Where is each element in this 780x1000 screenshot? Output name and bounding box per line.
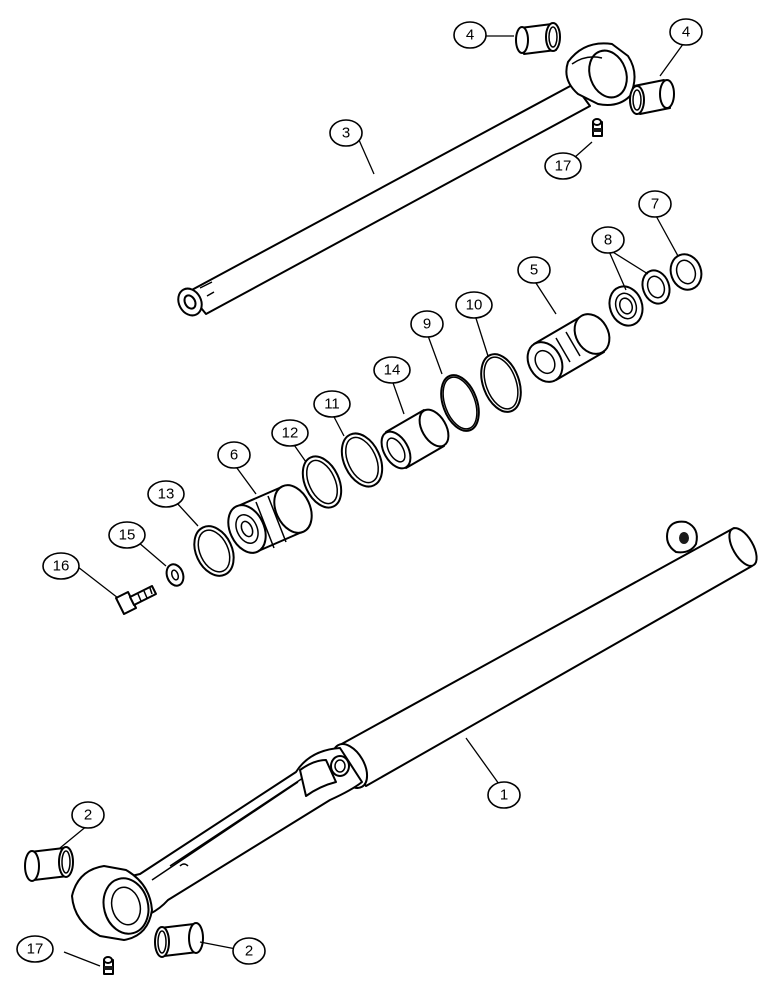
callout-9: 9: [410, 310, 444, 338]
callout-2-lower: 2: [232, 937, 266, 965]
svg-text:7: 7: [651, 196, 659, 213]
wear-ring-13: [193, 525, 235, 577]
svg-text:5: 5: [530, 262, 538, 279]
svg-text:8: 8: [604, 232, 612, 249]
callout-1: 1: [487, 781, 521, 809]
grease-fitting-top: [592, 118, 603, 137]
callout-4-right: 4: [669, 18, 703, 46]
callout-15: 15: [108, 521, 146, 549]
svg-text:10: 10: [466, 297, 483, 314]
svg-text:9: 9: [423, 316, 431, 333]
callout-7: 7: [638, 190, 672, 218]
svg-text:17: 17: [555, 158, 572, 175]
piston-bolt: [115, 585, 157, 615]
callout-13: 13: [147, 480, 185, 508]
callout-11: 11: [313, 390, 351, 418]
callout-16: 16: [42, 552, 80, 580]
callout-8: 8: [591, 226, 625, 254]
svg-text:16: 16: [53, 558, 70, 575]
svg-text:14: 14: [384, 362, 401, 379]
callout-14: 14: [373, 356, 411, 384]
svg-text:4: 4: [682, 24, 690, 41]
barrel-bushing-upper: [24, 846, 74, 882]
callouts: 1 2 2 3 4 4 5 6: [16, 18, 703, 965]
svg-text:17: 17: [27, 941, 44, 958]
backup-ring-10: [480, 353, 522, 413]
o-ring-9: [440, 374, 480, 432]
callout-17-bottom: 17: [16, 935, 54, 963]
washer: [165, 563, 185, 587]
callout-5: 5: [517, 256, 551, 284]
seal-ring-7: [669, 253, 703, 291]
grease-fitting-bottom: [103, 956, 114, 975]
rod-guide: [526, 313, 611, 383]
svg-text:13: 13: [158, 486, 175, 503]
leader-lines: [59, 35, 687, 967]
svg-text:4: 4: [466, 27, 474, 44]
barrel-bushing-lower: [154, 922, 204, 958]
rod-eye-bushing-left: [515, 22, 561, 55]
seal-ring-8-inner: [608, 285, 644, 327]
svg-text:3: 3: [342, 125, 350, 142]
svg-text:2: 2: [245, 943, 253, 960]
svg-text:2: 2: [84, 807, 92, 824]
piston-ring-12: [301, 455, 343, 509]
piston-seal-11: [340, 432, 384, 488]
callout-10: 10: [455, 291, 493, 319]
svg-text:15: 15: [119, 527, 136, 544]
callout-3: 3: [329, 119, 363, 147]
piston-rod: [177, 42, 636, 317]
cylinder-barrel: [71, 520, 758, 941]
callout-2-upper: 2: [71, 801, 105, 829]
callout-6: 6: [217, 441, 251, 469]
svg-text:6: 6: [230, 447, 238, 464]
seal-ring-8-outer: [641, 269, 671, 305]
svg-text:12: 12: [282, 425, 299, 442]
spacer-tube: [380, 408, 450, 470]
callout-17-top: 17: [544, 152, 582, 180]
rod-eye-bushing-right: [629, 79, 675, 115]
callout-4-left: 4: [453, 21, 487, 49]
svg-text:1: 1: [500, 787, 508, 804]
piston: [227, 484, 313, 554]
callout-12: 12: [271, 419, 309, 447]
svg-text:11: 11: [324, 396, 340, 413]
